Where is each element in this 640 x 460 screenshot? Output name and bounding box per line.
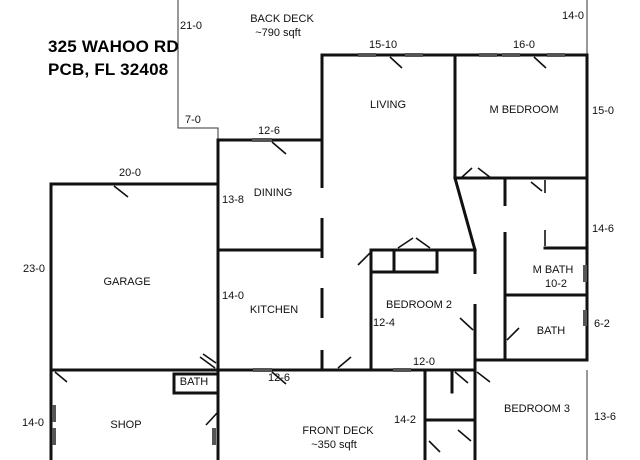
living-label: LIVING — [369, 99, 407, 111]
back-deck-label: BACK DECK — [250, 13, 314, 25]
dim-12-4: 12-4 — [373, 317, 396, 329]
bedroom-3-label: BEDROOM 3 — [503, 403, 571, 415]
wall-hall-right — [453, 176, 477, 252]
dim-13-8: 13-8 — [222, 194, 245, 206]
dim-14-2: 14-2 — [394, 414, 417, 426]
windows — [52, 53, 587, 445]
dim-12-6-front: 12-6 — [268, 372, 291, 384]
dim-15-0: 15-0 — [592, 105, 615, 117]
back-deck-area: ~790 sqft — [255, 27, 301, 39]
dim-21-0: 21-0 — [180, 20, 203, 32]
address-line-2: PCB, FL 32408 — [48, 60, 169, 79]
master-bedroom-label: M BEDROOM — [489, 104, 559, 116]
dim-12-6-dining: 12-6 — [258, 125, 281, 137]
garage-label: GARAGE — [103, 276, 151, 288]
walls — [49, 53, 589, 460]
wall-openings — [319, 188, 508, 350]
bedroom-2-label: BEDROOM 2 — [385, 299, 453, 311]
door-swings — [54, 56, 547, 453]
dim-14-0-top: 14-0 — [562, 10, 585, 22]
dim-7-0: 7-0 — [185, 114, 201, 126]
dim-14-0-shop: 14-0 — [22, 417, 45, 429]
dim-6-2: 6-2 — [594, 318, 610, 330]
bath-label: BATH — [536, 325, 566, 337]
dim-12-0: 12-0 — [413, 356, 436, 368]
address-line-1: 325 WAHOO RD — [48, 37, 179, 56]
dim-16-0: 16-0 — [513, 39, 536, 51]
kitchen-label: KITCHEN — [249, 304, 299, 316]
master-bath-dim: 10-2 — [544, 278, 568, 290]
small-bath-label: BATH — [179, 376, 209, 388]
shop-label: SHOP — [110, 419, 142, 431]
dim-14-6: 14-6 — [592, 223, 615, 235]
front-deck-label: FRONT DECK — [302, 425, 374, 437]
master-bath-label: M BATH — [532, 264, 574, 276]
dim-14-0-kitchen: 14-0 — [222, 290, 245, 302]
dining-label: DINING — [253, 187, 293, 199]
front-deck-area: ~350 sqft — [311, 439, 357, 451]
deck-outlines — [177, 0, 588, 460]
dim-13-6: 13-6 — [594, 411, 617, 423]
dim-15-10: 15-10 — [369, 39, 398, 51]
dim-23-0: 23-0 — [23, 263, 46, 275]
back-deck-outline — [177, 0, 219, 140]
dim-20-0: 20-0 — [119, 167, 142, 179]
